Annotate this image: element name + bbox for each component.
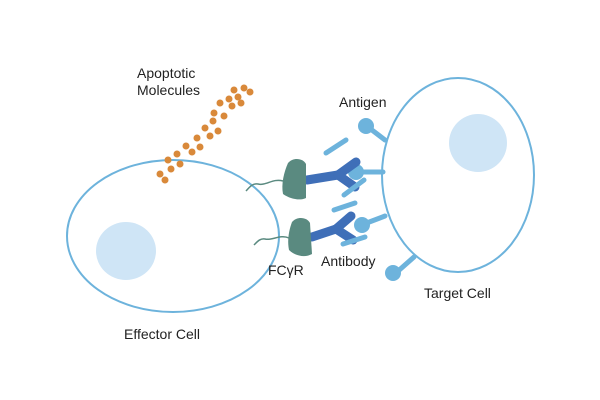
apoptotic-label-line1: Apoptotic [137, 65, 196, 81]
target-cell-membrane [381, 77, 535, 273]
antigen-3 [354, 213, 388, 233]
fc-receptor-label: FCγR [268, 262, 304, 278]
apoptotic-label-line2: Molecules [137, 82, 201, 98]
antibody-1 [302, 137, 367, 198]
apoptotic-molecules-label: Apoptotic Molecules [137, 65, 200, 99]
antigen-label: Antigen [339, 94, 387, 110]
antigen-4 [385, 254, 417, 281]
effector-cell [66, 159, 280, 313]
effector-cell-label: Effector Cell [124, 326, 200, 342]
fc-receptor-1 [245, 158, 306, 200]
fc-receptor-1-tail [245, 179, 284, 192]
antibody-2 [307, 200, 368, 247]
fc-receptor-1-body [282, 158, 306, 200]
fc-receptor-2-body [288, 217, 312, 257]
apoptotic-molecules [156, 84, 254, 184]
target-cell-label: Target Cell [424, 285, 491, 301]
antibody-label: Antibody [321, 253, 376, 269]
effector-cell-membrane [66, 159, 280, 313]
target-cell-nucleus [449, 114, 507, 172]
target-cell [381, 77, 535, 273]
effector-cell-nucleus [96, 222, 156, 280]
antigens [348, 118, 417, 281]
fc-receptor-2 [253, 217, 312, 257]
fc-receptor-2-tail [253, 236, 290, 246]
antigen-1 [358, 118, 388, 143]
